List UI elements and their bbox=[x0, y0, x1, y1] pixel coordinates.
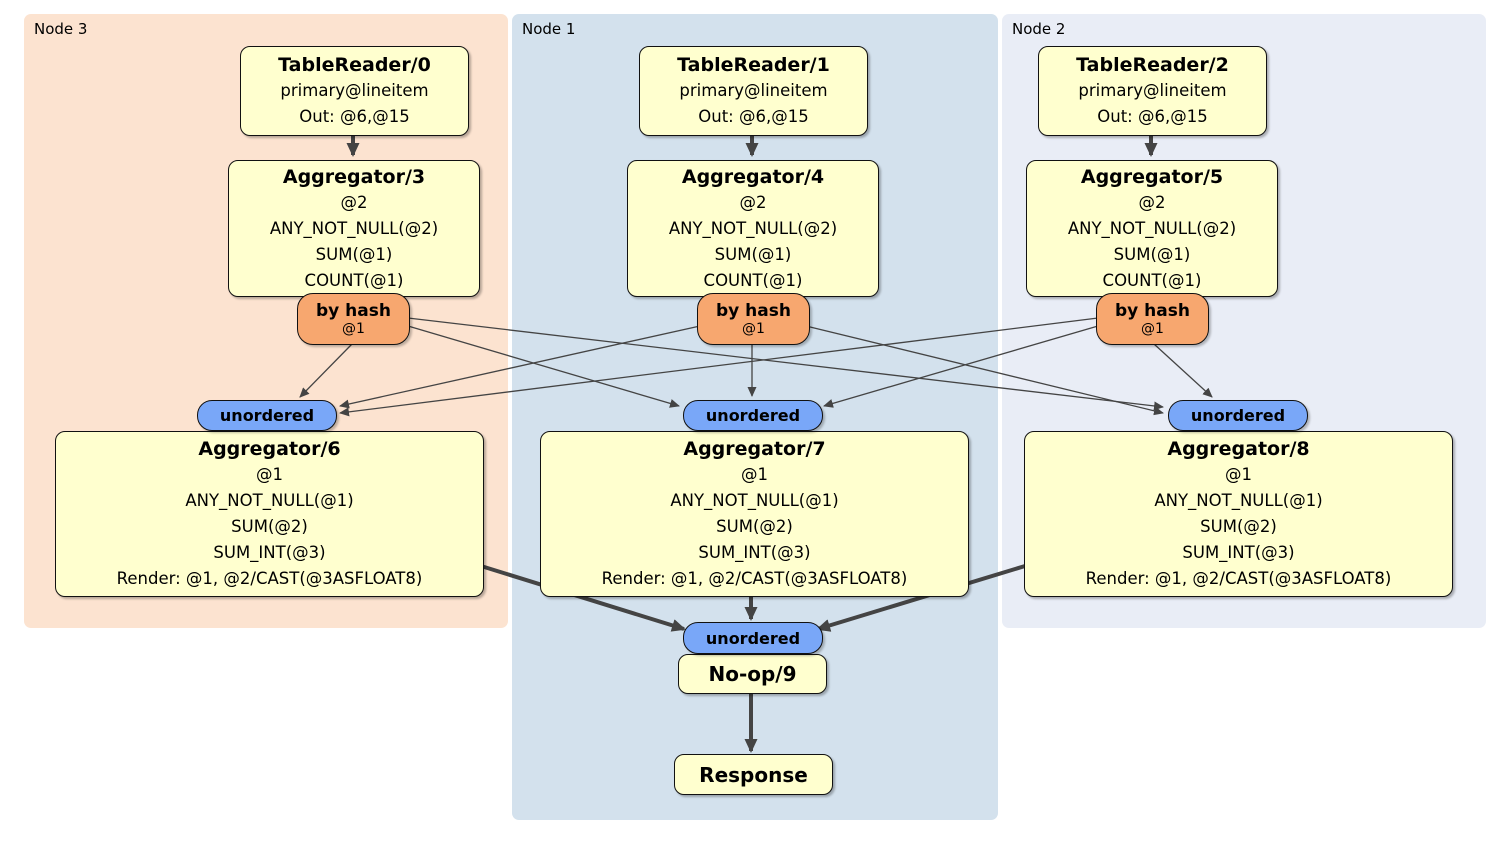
processor-detail: @1 bbox=[741, 465, 768, 484]
processor-detail: SUM(@2) bbox=[1200, 517, 1277, 536]
processor-detail: @1 bbox=[1225, 465, 1252, 484]
synchronizer-unordered-8: unordered bbox=[1168, 400, 1308, 431]
synchronizer-unordered-7: unordered bbox=[683, 400, 823, 431]
processor-aggregator-4: Aggregator/4 @2 ANY_NOT_NULL(@2) SUM(@1)… bbox=[627, 160, 879, 297]
router-by-hash-5: by hash @1 bbox=[1096, 293, 1209, 345]
processor-title: Response bbox=[699, 762, 808, 787]
processor-title: Aggregator/3 bbox=[282, 165, 426, 188]
processor-noop-9: No-op/9 bbox=[678, 654, 827, 694]
router-label: by hash bbox=[716, 300, 791, 321]
processor-detail: Render: @1, @2/CAST(@3ASFLOAT8) bbox=[601, 569, 908, 588]
processor-detail: @2 bbox=[340, 192, 368, 212]
processor-title: No-op/9 bbox=[708, 662, 797, 686]
processor-aggregator-7: Aggregator/7 @1 ANY_NOT_NULL(@1) SUM(@2)… bbox=[540, 431, 969, 597]
synchronizer-unordered-9: unordered bbox=[683, 622, 823, 654]
processor-detail: primary@lineitem bbox=[1078, 81, 1227, 100]
router-by-hash-3: by hash @1 bbox=[297, 293, 410, 345]
processor-detail: SUM(@1) bbox=[1113, 244, 1191, 264]
processor-detail: COUNT(@1) bbox=[1102, 270, 1202, 290]
processor-detail: primary@lineitem bbox=[280, 81, 429, 100]
processor-detail: ANY_NOT_NULL(@2) bbox=[668, 218, 838, 238]
router-label: by hash bbox=[1115, 300, 1190, 321]
processor-detail: SUM(@2) bbox=[716, 517, 793, 536]
router-detail: @1 bbox=[1141, 320, 1164, 337]
processor-detail: SUM_INT(@3) bbox=[698, 543, 811, 562]
processor-detail: SUM_INT(@3) bbox=[213, 543, 326, 562]
processor-detail: @1 bbox=[256, 465, 283, 484]
synchronizer-label: unordered bbox=[705, 628, 801, 648]
processor-detail: @2 bbox=[1138, 192, 1166, 212]
processor-detail: ANY_NOT_NULL(@2) bbox=[1067, 218, 1237, 238]
processor-title: Aggregator/5 bbox=[1080, 165, 1224, 188]
processor-detail: COUNT(@1) bbox=[703, 270, 803, 290]
processor-tablereader-2: TableReader/2 primary@lineitem Out: @6,@… bbox=[1038, 46, 1267, 136]
processor-tablereader-1: TableReader/1 primary@lineitem Out: @6,@… bbox=[639, 46, 868, 136]
processor-detail: COUNT(@1) bbox=[304, 270, 404, 290]
processor-title: Aggregator/7 bbox=[683, 438, 826, 460]
processor-detail: ANY_NOT_NULL(@1) bbox=[1154, 491, 1323, 510]
router-detail: @1 bbox=[342, 320, 365, 337]
processor-title: Aggregator/6 bbox=[198, 438, 341, 460]
response-node: Response bbox=[674, 754, 833, 795]
processor-detail: Out: @6,@15 bbox=[698, 107, 809, 126]
processor-detail: @2 bbox=[739, 192, 767, 212]
processor-aggregator-3: Aggregator/3 @2 ANY_NOT_NULL(@2) SUM(@1)… bbox=[228, 160, 480, 297]
processor-detail: Render: @1, @2/CAST(@3ASFLOAT8) bbox=[1085, 569, 1392, 588]
processor-detail: Out: @6,@15 bbox=[299, 107, 410, 126]
synchronizer-label: unordered bbox=[1190, 406, 1286, 425]
processor-aggregator-5: Aggregator/5 @2 ANY_NOT_NULL(@2) SUM(@1)… bbox=[1026, 160, 1278, 297]
processor-detail: ANY_NOT_NULL(@2) bbox=[269, 218, 439, 238]
processor-title: TableReader/0 bbox=[278, 54, 431, 76]
processor-aggregator-8: Aggregator/8 @1 ANY_NOT_NULL(@1) SUM(@2)… bbox=[1024, 431, 1453, 597]
region-label: Node 2 bbox=[1012, 20, 1066, 38]
processor-detail: SUM_INT(@3) bbox=[1182, 543, 1295, 562]
router-by-hash-4: by hash @1 bbox=[697, 293, 810, 345]
processor-title: Aggregator/4 bbox=[681, 165, 825, 188]
region-label: Node 1 bbox=[522, 20, 576, 38]
processor-title: TableReader/1 bbox=[677, 54, 830, 76]
processor-detail: Render: @1, @2/CAST(@3ASFLOAT8) bbox=[116, 569, 423, 588]
synchronizer-label: unordered bbox=[705, 406, 801, 425]
region-label: Node 3 bbox=[34, 20, 88, 38]
processor-detail: primary@lineitem bbox=[679, 81, 828, 100]
processor-detail: SUM(@1) bbox=[315, 244, 393, 264]
router-label: by hash bbox=[316, 300, 391, 321]
processor-tablereader-0: TableReader/0 primary@lineitem Out: @6,@… bbox=[240, 46, 469, 136]
processor-title: Aggregator/8 bbox=[1167, 438, 1310, 460]
processor-detail: Out: @6,@15 bbox=[1097, 107, 1208, 126]
processor-detail: SUM(@1) bbox=[714, 244, 792, 264]
processor-detail: SUM(@2) bbox=[231, 517, 308, 536]
synchronizer-unordered-6: unordered bbox=[197, 400, 337, 431]
synchronizer-label: unordered bbox=[219, 406, 315, 425]
router-detail: @1 bbox=[742, 320, 765, 337]
processor-detail: ANY_NOT_NULL(@1) bbox=[185, 491, 354, 510]
processor-aggregator-6: Aggregator/6 @1 ANY_NOT_NULL(@1) SUM(@2)… bbox=[55, 431, 484, 597]
processor-title: TableReader/2 bbox=[1076, 54, 1229, 76]
processor-detail: ANY_NOT_NULL(@1) bbox=[670, 491, 839, 510]
